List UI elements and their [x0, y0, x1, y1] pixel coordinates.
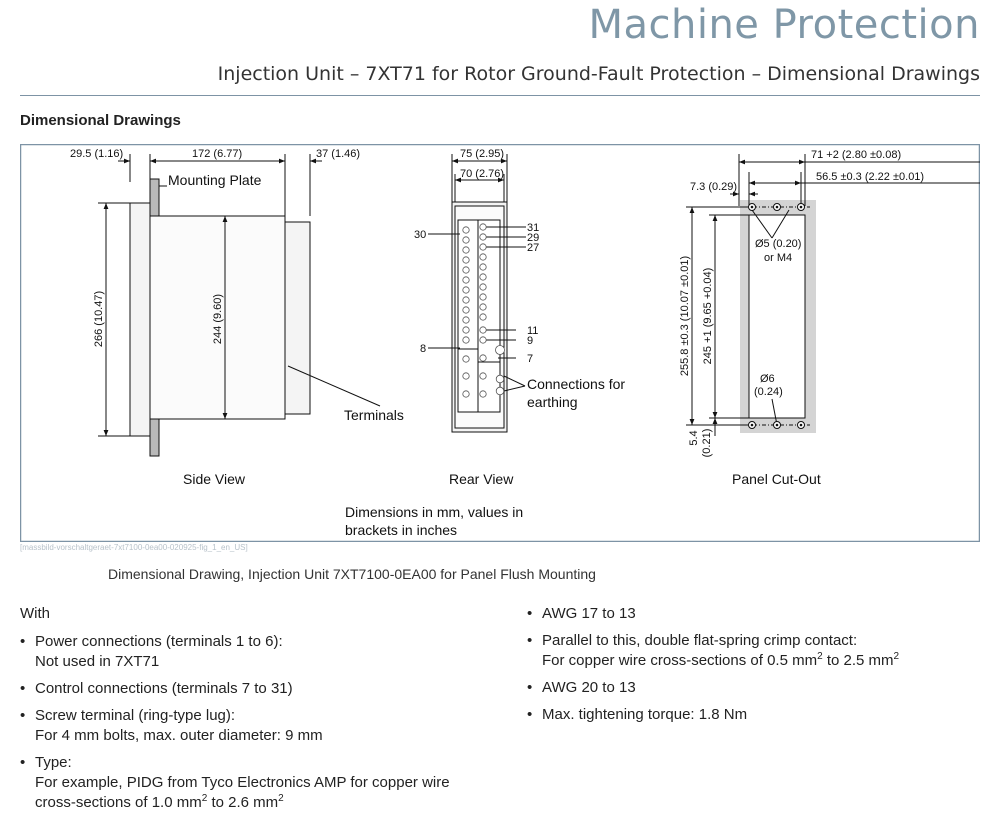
terminal-29-label: 29 — [527, 232, 539, 244]
mounting-plate-label: Mounting Plate — [168, 172, 262, 188]
list-item: • Screw terminal (ring-type lug): For 4 … — [20, 707, 323, 744]
bullet: • — [527, 632, 533, 649]
terminal-9-label: 9 — [527, 335, 533, 347]
cutout-dim-bottom-1: 5.4 — [688, 430, 700, 445]
list-item: • Power connections (terminals 1 to 6): … — [20, 633, 283, 670]
rear-dim-outer: 75 (2.95) — [460, 148, 504, 160]
with-label: With — [20, 605, 50, 622]
dimensions-note-line1: Dimensions in mm, values in — [345, 504, 523, 520]
rear-view — [428, 154, 526, 433]
list-item: • Control connections (terminals 7 to 31… — [20, 680, 293, 697]
terminal-31-label: 31 — [527, 222, 539, 234]
bullet: • — [527, 605, 533, 622]
cutout-hole-top-2: or M4 — [764, 252, 792, 264]
header-rule — [20, 95, 980, 96]
terminals-label: Terminals — [344, 407, 404, 423]
side-view — [98, 154, 381, 457]
cutout-dim-offset: 7.3 (0.29) — [690, 181, 737, 193]
drawing-svg: 29.5 (1.16) 172 (6.77) 37 (1.46) 266 (10… — [20, 144, 980, 542]
bullet: • — [20, 707, 26, 724]
rear-terminal-screws — [462, 223, 505, 398]
figure-reference: [massbild-vorschaltgeraet-7xt7100-0ea00-… — [20, 543, 248, 552]
panel-cutout — [686, 154, 980, 436]
side-dim-height-inner: 244 (9.60) — [212, 294, 224, 344]
terminal-11-label: 11 — [527, 325, 538, 337]
list-item: • Parallel to this, double flat-spring c… — [527, 632, 900, 669]
bullet: • — [20, 680, 26, 697]
side-dim-height-outer: 266 (10.47) — [93, 291, 105, 347]
list-item: • Max. tightening torque: 1.8 Nm — [527, 706, 748, 723]
figure-frame — [20, 144, 980, 542]
bullet: • — [527, 706, 533, 723]
cutout-hole-bottom-2: (0.24) — [754, 386, 783, 398]
panel-cutout-holes — [748, 203, 805, 429]
right-column: • AWG 17 to 13 • Parallel to this, doubl… — [527, 604, 987, 732]
earthing-label-line2: earthing — [527, 394, 578, 410]
bullet: • — [20, 754, 26, 771]
terminal-30-label: 30 — [414, 229, 426, 241]
cutout-dim-vertical-outer: 255.8 ±0.3 (10.07 ±0.01) — [679, 256, 691, 376]
list-item: • AWG 20 to 13 — [527, 679, 636, 696]
cutout-dim-vertical-inner: 245 +1 (9.65 +0.04) — [702, 268, 714, 365]
bullet: • — [527, 679, 533, 696]
rear-view-label: Rear View — [449, 471, 514, 487]
right-list: • AWG 17 to 13 • Parallel to this, doubl… — [527, 604, 987, 725]
header-title: Machine Protection — [588, 2, 980, 48]
bullet: • — [20, 633, 26, 650]
dimensional-drawing-figure: 29.5 (1.16) 172 (6.77) 37 (1.46) 266 (10… — [20, 144, 980, 542]
terminal-27-label: 27 — [527, 242, 539, 254]
list-item: • Type: For example, PIDG from Tyco Elec… — [20, 754, 450, 811]
cutout-dim-bottom-2: (0.21) — [701, 429, 713, 458]
cutout-dim-holes: 56.5 ±0.3 (2.22 ±0.01) — [816, 171, 924, 183]
cutout-hole-top-1: Ø5 (0.20) — [755, 238, 801, 250]
list-item: • AWG 17 to 13 — [527, 605, 636, 622]
header-subtitle: Injection Unit – 7XT71 for Rotor Ground-… — [217, 63, 980, 85]
earthing-label-line1: Connections for — [527, 376, 625, 392]
section-title: Dimensional Drawings — [20, 112, 181, 129]
terminal-7-label: 7 — [527, 353, 533, 365]
terminal-8-label: 8 — [420, 343, 426, 355]
cutout-dim-width: 71 +2 (2.80 ±0.08) — [811, 149, 901, 161]
left-column: With • Power connections (terminals 1 to… — [20, 604, 500, 820]
panel-cutout-label: Panel Cut-Out — [732, 471, 821, 487]
cutout-hole-bottom-1: Ø6 — [760, 373, 775, 385]
dimensions-note-line2: brackets in inches — [345, 522, 457, 538]
side-dim-top-mid: 172 (6.77) — [192, 148, 242, 160]
figure-caption: Dimensional Drawing, Injection Unit 7XT7… — [108, 566, 596, 582]
left-list: • Power connections (terminals 1 to 6): … — [20, 632, 500, 813]
rear-dim-inner: 70 (2.76) — [460, 168, 504, 180]
side-dim-top-left: 29.5 (1.16) — [70, 148, 123, 160]
side-dim-top-right: 37 (1.46) — [316, 148, 360, 160]
side-view-label: Side View — [183, 471, 246, 487]
